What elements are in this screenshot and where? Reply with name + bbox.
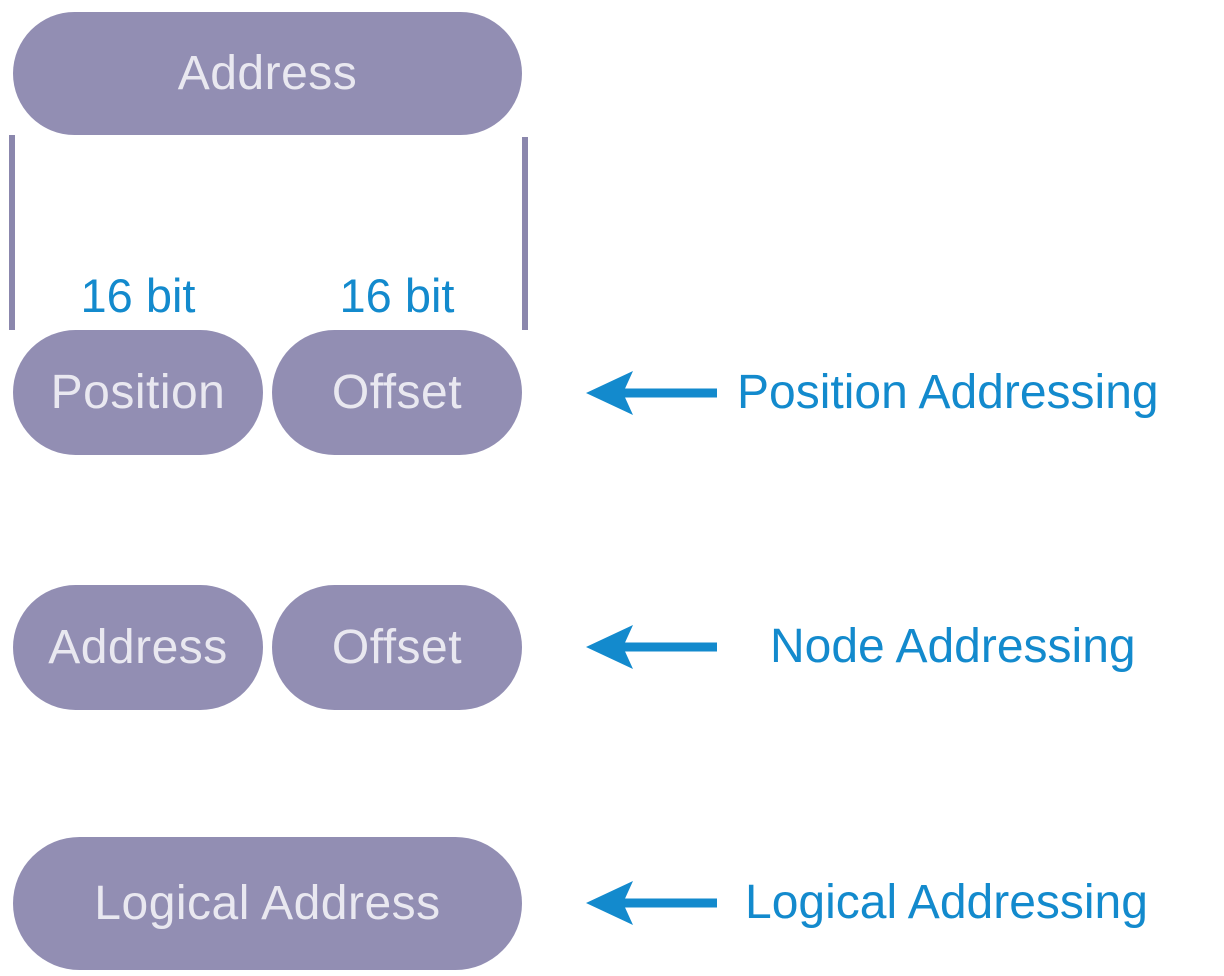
left-arrow-icon <box>586 881 718 925</box>
bracket-line-right <box>522 137 528 330</box>
offset-pill-row2: Offset <box>272 585 522 710</box>
bit-width-label-right: 16 bit <box>339 269 455 322</box>
position-pill-label: Position <box>50 366 226 419</box>
left-arrow-icon <box>586 625 718 669</box>
offset-pill-row1: Offset <box>272 330 522 455</box>
position-pill: Position <box>13 330 263 455</box>
logical-address-pill-label: Logical Address <box>94 877 441 930</box>
address-pill-top: Address <box>13 12 522 135</box>
logical-addressing-label: Logical Addressing <box>745 876 1148 929</box>
logical-address-pill: Logical Address <box>13 837 522 970</box>
address-pill-row2-label: Address <box>48 621 228 674</box>
offset-pill-row2-label: Offset <box>331 621 463 674</box>
node-addressing-label: Node Addressing <box>770 620 1136 673</box>
left-arrow-icon <box>586 371 718 415</box>
bit-width-label-left: 16 bit <box>80 269 196 322</box>
address-pill-row2: Address <box>13 585 263 710</box>
address-pill-top-label: Address <box>177 47 358 100</box>
offset-pill-row1-label: Offset <box>331 366 463 419</box>
position-addressing-label: Position Addressing <box>737 366 1159 419</box>
bracket-line-left <box>9 135 15 330</box>
